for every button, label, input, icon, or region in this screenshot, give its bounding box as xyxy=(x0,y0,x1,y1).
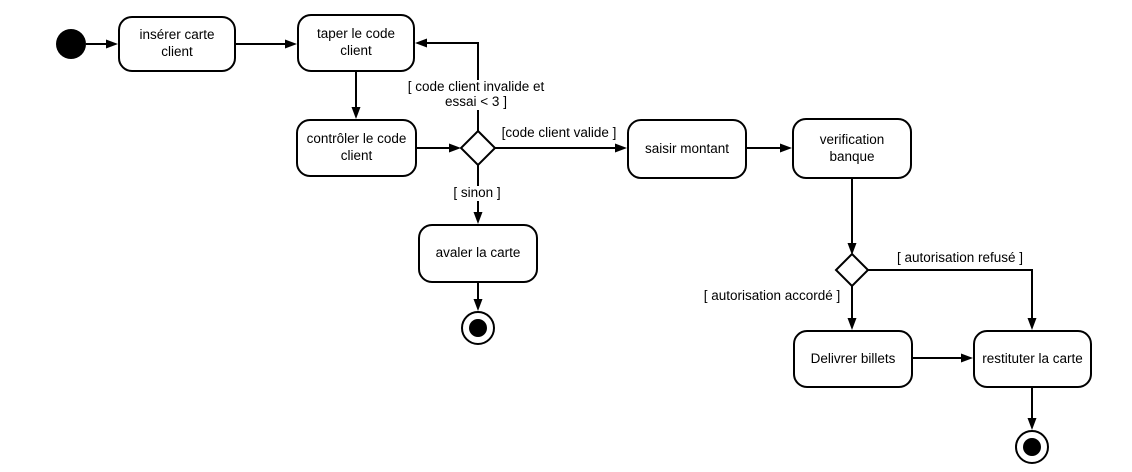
activity-delivrer-billets: Delivrer billets xyxy=(793,330,913,388)
arrowhead-to-controler xyxy=(351,107,361,119)
activity-label: avaler la carte xyxy=(435,245,521,261)
guard-autorisation-refuse: [ autorisation refusé ] xyxy=(894,250,1026,266)
activity-restituter-la-carte: restituter la carte xyxy=(973,330,1092,388)
guard-code-client-invalide: [ code client invalide et essai < 3 ] xyxy=(405,79,547,110)
arrowhead-to-decision1 xyxy=(449,143,461,153)
guard-text: [code client valide ] xyxy=(501,125,617,140)
activity-inserer-carte-client: insérer carte client xyxy=(118,16,236,72)
decision-autorisation xyxy=(834,252,870,288)
activity-label: insérer carte client xyxy=(139,27,215,59)
activity-verification-banque: verification banque xyxy=(792,118,912,179)
activity-taper-le-code-client: taper le code client xyxy=(297,14,415,72)
arrowhead-to-verification xyxy=(780,143,792,153)
activity-label: Delivrer billets xyxy=(810,350,896,366)
final-node-restituter xyxy=(1015,430,1049,464)
final-node-avaler xyxy=(461,311,495,345)
arrowhead-to-inserer xyxy=(106,39,118,49)
arrowhead-to-avaler xyxy=(473,212,483,224)
guard-autorisation-accorde: [ autorisation accordé ] xyxy=(701,288,843,304)
arrowhead-to-final-left xyxy=(473,299,483,311)
activity-avaler-la-carte: avaler la carte xyxy=(418,224,538,283)
guard-text: [ autorisation accordé ] xyxy=(703,288,841,303)
activity-label: taper le code client xyxy=(316,26,396,58)
activity-controler-le-code-client: contrôler le code client xyxy=(296,119,417,177)
decision-code-client xyxy=(459,129,497,167)
activity-label: verification banque xyxy=(819,131,885,164)
guard-text: [ autorisation refusé ] xyxy=(896,250,1024,265)
final-node-inner-circle xyxy=(1023,438,1041,456)
arrowhead-to-restituter xyxy=(961,353,973,363)
guard-text-line: essai < 3 ] xyxy=(445,93,507,109)
arrowhead-to-delivrer xyxy=(847,318,857,330)
guard-code-client-valide: [code client valide ] xyxy=(499,125,619,141)
final-node-inner-circle xyxy=(469,319,487,337)
activity-saisir-montant: saisir montant xyxy=(627,119,747,179)
arrowhead-to-saisir xyxy=(615,143,627,153)
arrowhead-loop-to-taper xyxy=(415,38,427,48)
guard-sinon: [ sinon ] xyxy=(451,185,503,201)
activity-label: restituter la carte xyxy=(982,350,1083,366)
guard-text: [ sinon ] xyxy=(453,185,501,200)
activity-label: saisir montant xyxy=(644,140,730,156)
arrowhead-to-taper xyxy=(285,39,297,49)
initial-node xyxy=(56,29,86,59)
arrowhead-refuse-to-restituter xyxy=(1027,318,1037,330)
arrowhead-to-decision2 xyxy=(847,243,857,255)
guard-text-line: [ code client invalide et xyxy=(407,79,545,94)
activity-label: contrôler le code client xyxy=(306,131,407,163)
edge-decision2-to-restituter xyxy=(868,269,1033,318)
arrowhead-to-final-right xyxy=(1027,418,1037,430)
